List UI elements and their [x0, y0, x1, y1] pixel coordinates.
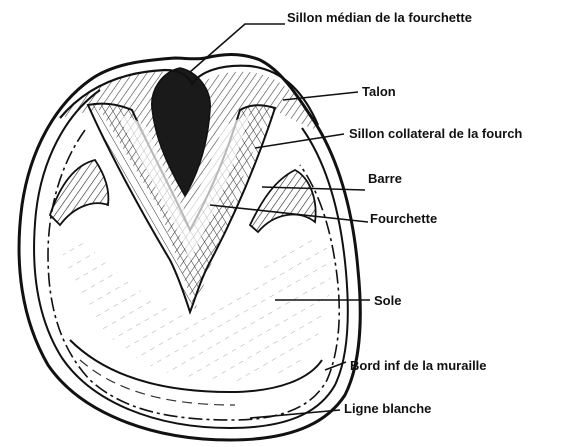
- label-sillon-median: Sillon médian de la fourchette: [287, 10, 472, 25]
- label-talon: Talon: [362, 84, 396, 99]
- label-fourchette: Fourchette: [370, 211, 437, 226]
- label-sillon-collateral: Sillon collateral de la fourch: [349, 126, 522, 141]
- label-ligne-blanche: Ligne blanche: [344, 401, 431, 416]
- label-sole: Sole: [374, 293, 401, 308]
- label-bord-inf: Bord inf de la muraille: [350, 358, 487, 373]
- label-barre: Barre: [368, 171, 402, 186]
